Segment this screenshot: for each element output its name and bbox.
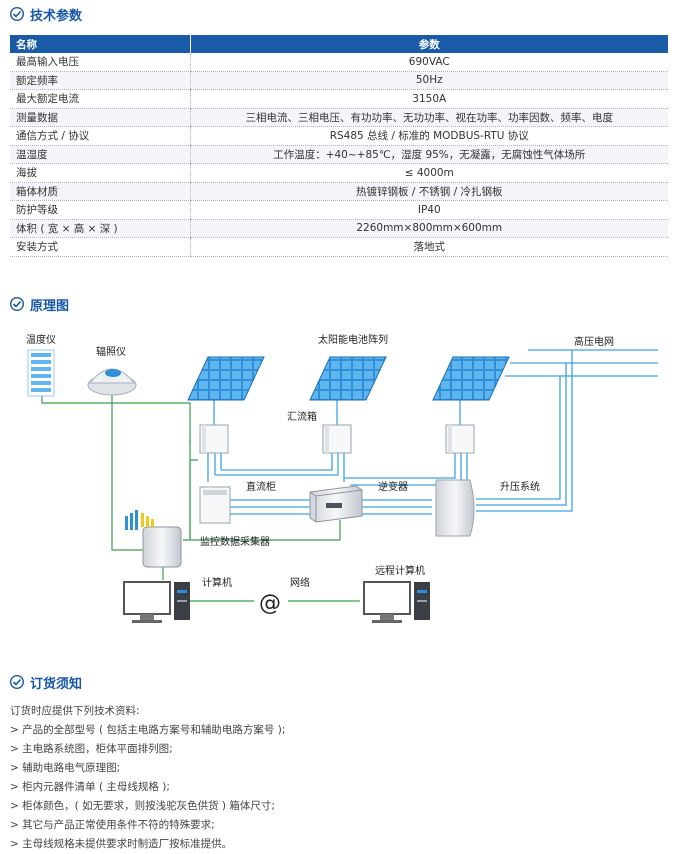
thermometer-label: 温度仪: [26, 333, 56, 346]
spec-name-cell: 箱体材质: [10, 182, 190, 201]
spec-name-cell: 通信方式 / 协议: [10, 126, 190, 146]
spec-value-cell: ≤ 4000m: [189, 163, 668, 183]
solar-panel-icon: [309, 356, 387, 401]
dc-cabinet-icon: [199, 486, 231, 524]
inverter-icon: [309, 485, 363, 523]
spec-value-cell: 热镀锌钢板 / 不锈钢 / 冷扎钢板: [189, 182, 668, 201]
order-section-title: 订货须知: [10, 672, 82, 692]
order-title-text: 订货须知: [30, 676, 83, 692]
combiner-box-icon: [322, 424, 352, 454]
spec-table-header: 名称 参数: [10, 35, 668, 53]
spec-value-cell: 三相电流、三相电压、有功功率、无功功率、视在功率、功率因数、频率、电度: [189, 108, 668, 127]
order-item: > 产品的全部型号 ( 包括主电路方案号和辅助电路方案号 );: [10, 724, 286, 736]
spec-value-cell: 690VAC: [189, 53, 668, 72]
booster-label: 升压系统: [500, 480, 540, 493]
specs-title-text: 技术参数: [30, 8, 83, 24]
thermometer-icon: [27, 349, 55, 397]
spec-name-cell: 防护等级: [10, 200, 190, 220]
combiner-box-icon: [199, 424, 229, 454]
remote-computer-label: 远程计算机: [375, 564, 425, 577]
network-at-icon: @: [259, 591, 281, 616]
spec-name-cell: 海拔: [10, 163, 190, 183]
spec-name-cell: 安装方式: [10, 237, 190, 257]
inverter-label: 逆变器: [378, 480, 408, 493]
network-label: 网络: [290, 576, 310, 589]
order-item: > 辅助电路电气原理图;: [10, 762, 121, 774]
data-collector-icon: [125, 510, 182, 568]
spec-value-cell: 落地式: [189, 237, 668, 257]
order-item: > 柜体颜色，( 如无要求，则按浅驼灰色供货 ) 箱体尺寸;: [10, 800, 275, 812]
booster-icon: [435, 479, 475, 537]
order-intro: 订货时应提供下列技术资料:: [10, 705, 140, 717]
section-bullet-icon: [10, 7, 24, 21]
spec-value-cell: IP40: [189, 200, 668, 220]
spec-name-cell: 体积 ( 宽 × 高 × 深 ): [10, 219, 190, 238]
solar-panel-icon: [432, 356, 510, 401]
dc-cabinet-label: 直流柜: [246, 480, 276, 493]
specs-section-title: 技术参数: [10, 4, 82, 24]
order-item: > 其它与产品正常使用条件不符的特殊要求;: [10, 819, 215, 831]
combiner-label: 汇流箱: [287, 410, 317, 423]
solar-panel-icon: [187, 356, 265, 401]
spec-row: 测量数据三相电流、三相电压、有功功率、无功功率、视在功率、功率因数、频率、电度: [10, 108, 668, 127]
computer-icon: [123, 581, 190, 623]
spec-value-cell: 3150A: [189, 89, 668, 109]
spec-value-cell: 50Hz: [189, 71, 668, 90]
spec-row: 体积 ( 宽 × 高 × 深 )2260mm×800mm×600mm: [10, 219, 668, 238]
section-bullet-icon: [10, 675, 24, 689]
spec-value-cell: 2260mm×800mm×600mm: [189, 219, 668, 238]
grid-lines: [505, 349, 658, 377]
spec-name-cell: 测量数据: [10, 108, 190, 127]
spec-name-cell: 最大额定电流: [10, 89, 190, 109]
spec-row: 安装方式落地式: [10, 237, 668, 257]
order-item: > 主电路系统图，柜体平面排列图;: [10, 743, 173, 755]
signal-lines: [41, 395, 360, 602]
section-bullet-icon: [10, 297, 24, 311]
grid-label: 高压电网: [574, 335, 614, 348]
spec-row: 温湿度工作温度：+40~+85℃，湿度 95%，无凝露，无腐蚀性气体场所: [10, 145, 668, 164]
spec-value-cell: RS485 总线 / 标准的 MODBUS-RTU 协议: [189, 126, 668, 146]
order-notes: 订货时应提供下列技术资料: > 产品的全部型号 ( 包括主电路方案号和辅助电路方…: [10, 702, 670, 854]
spec-row: 箱体材质热镀锌钢板 / 不锈钢 / 冷扎钢板: [10, 182, 668, 201]
diagram-section-title: 原理图: [10, 294, 69, 314]
solar-array-label: 太阳能电池阵列: [318, 333, 388, 346]
header-name: 名称: [10, 35, 190, 53]
remote-computer-icon: [363, 581, 430, 623]
spec-name-cell: 最高输入电压: [10, 53, 190, 72]
collector-label: 监控数据采集器: [200, 535, 270, 548]
computer-label: 计算机: [202, 576, 232, 589]
spec-name-cell: 温湿度: [10, 145, 190, 164]
radiometer-label: 辐照仪: [96, 345, 126, 358]
spec-row: 海拔≤ 4000m: [10, 163, 668, 183]
spec-name-cell: 额定频率: [10, 71, 190, 90]
diagram-title-text: 原理图: [30, 298, 70, 314]
order-item: > 主母线规格未提供要求时制造厂按标准提供。: [10, 838, 233, 850]
order-item: > 柜内元器件清单 ( 主母线规格 );: [10, 781, 170, 793]
spec-value-cell: 工作温度：+40~+85℃，湿度 95%，无凝露，无腐蚀性气体场所: [189, 145, 668, 164]
schematic-diagram: 高压电网 温度仪 辐照仪: [26, 333, 658, 623]
combiner-box-icon: [445, 424, 475, 454]
header-param: 参数: [189, 35, 668, 53]
radiometer-icon: [87, 368, 137, 396]
